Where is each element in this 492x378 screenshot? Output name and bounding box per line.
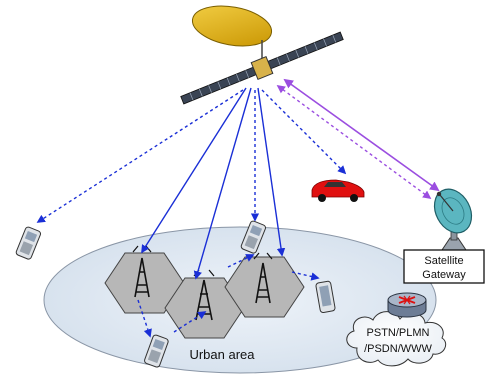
feeder-link-solid [283,78,440,192]
hex-cell-right [224,256,305,318]
mobile-phone-icon [144,334,169,368]
gateway-label-line2: Gateway [422,269,466,281]
network-label-line2: /PSDN/WWW [364,343,432,355]
user-link-beams [141,87,286,280]
cell-coverage-group [104,252,305,339]
gateway-label-line1: Satellite [424,255,463,267]
mobile-phone-icon [240,220,267,254]
mobile-phone-icon [15,226,42,260]
satellite-icon [180,31,344,105]
satellite-dish-icon [433,188,473,251]
mobile-phone-icon [315,280,336,314]
network-cloud [346,311,447,367]
hex-cell-left [104,252,185,314]
urban-area-label: Urban area [189,347,255,362]
router-icon [387,292,427,318]
satellite-gateway-box [403,249,485,284]
hex-cell-middle [164,277,245,339]
feeder-link-dashed [276,85,432,199]
car-icon [311,179,365,202]
network-label-line1: PSTN/PLMN [367,327,430,339]
satellite-reflector [191,5,273,47]
cell-tower-icon [253,252,273,304]
